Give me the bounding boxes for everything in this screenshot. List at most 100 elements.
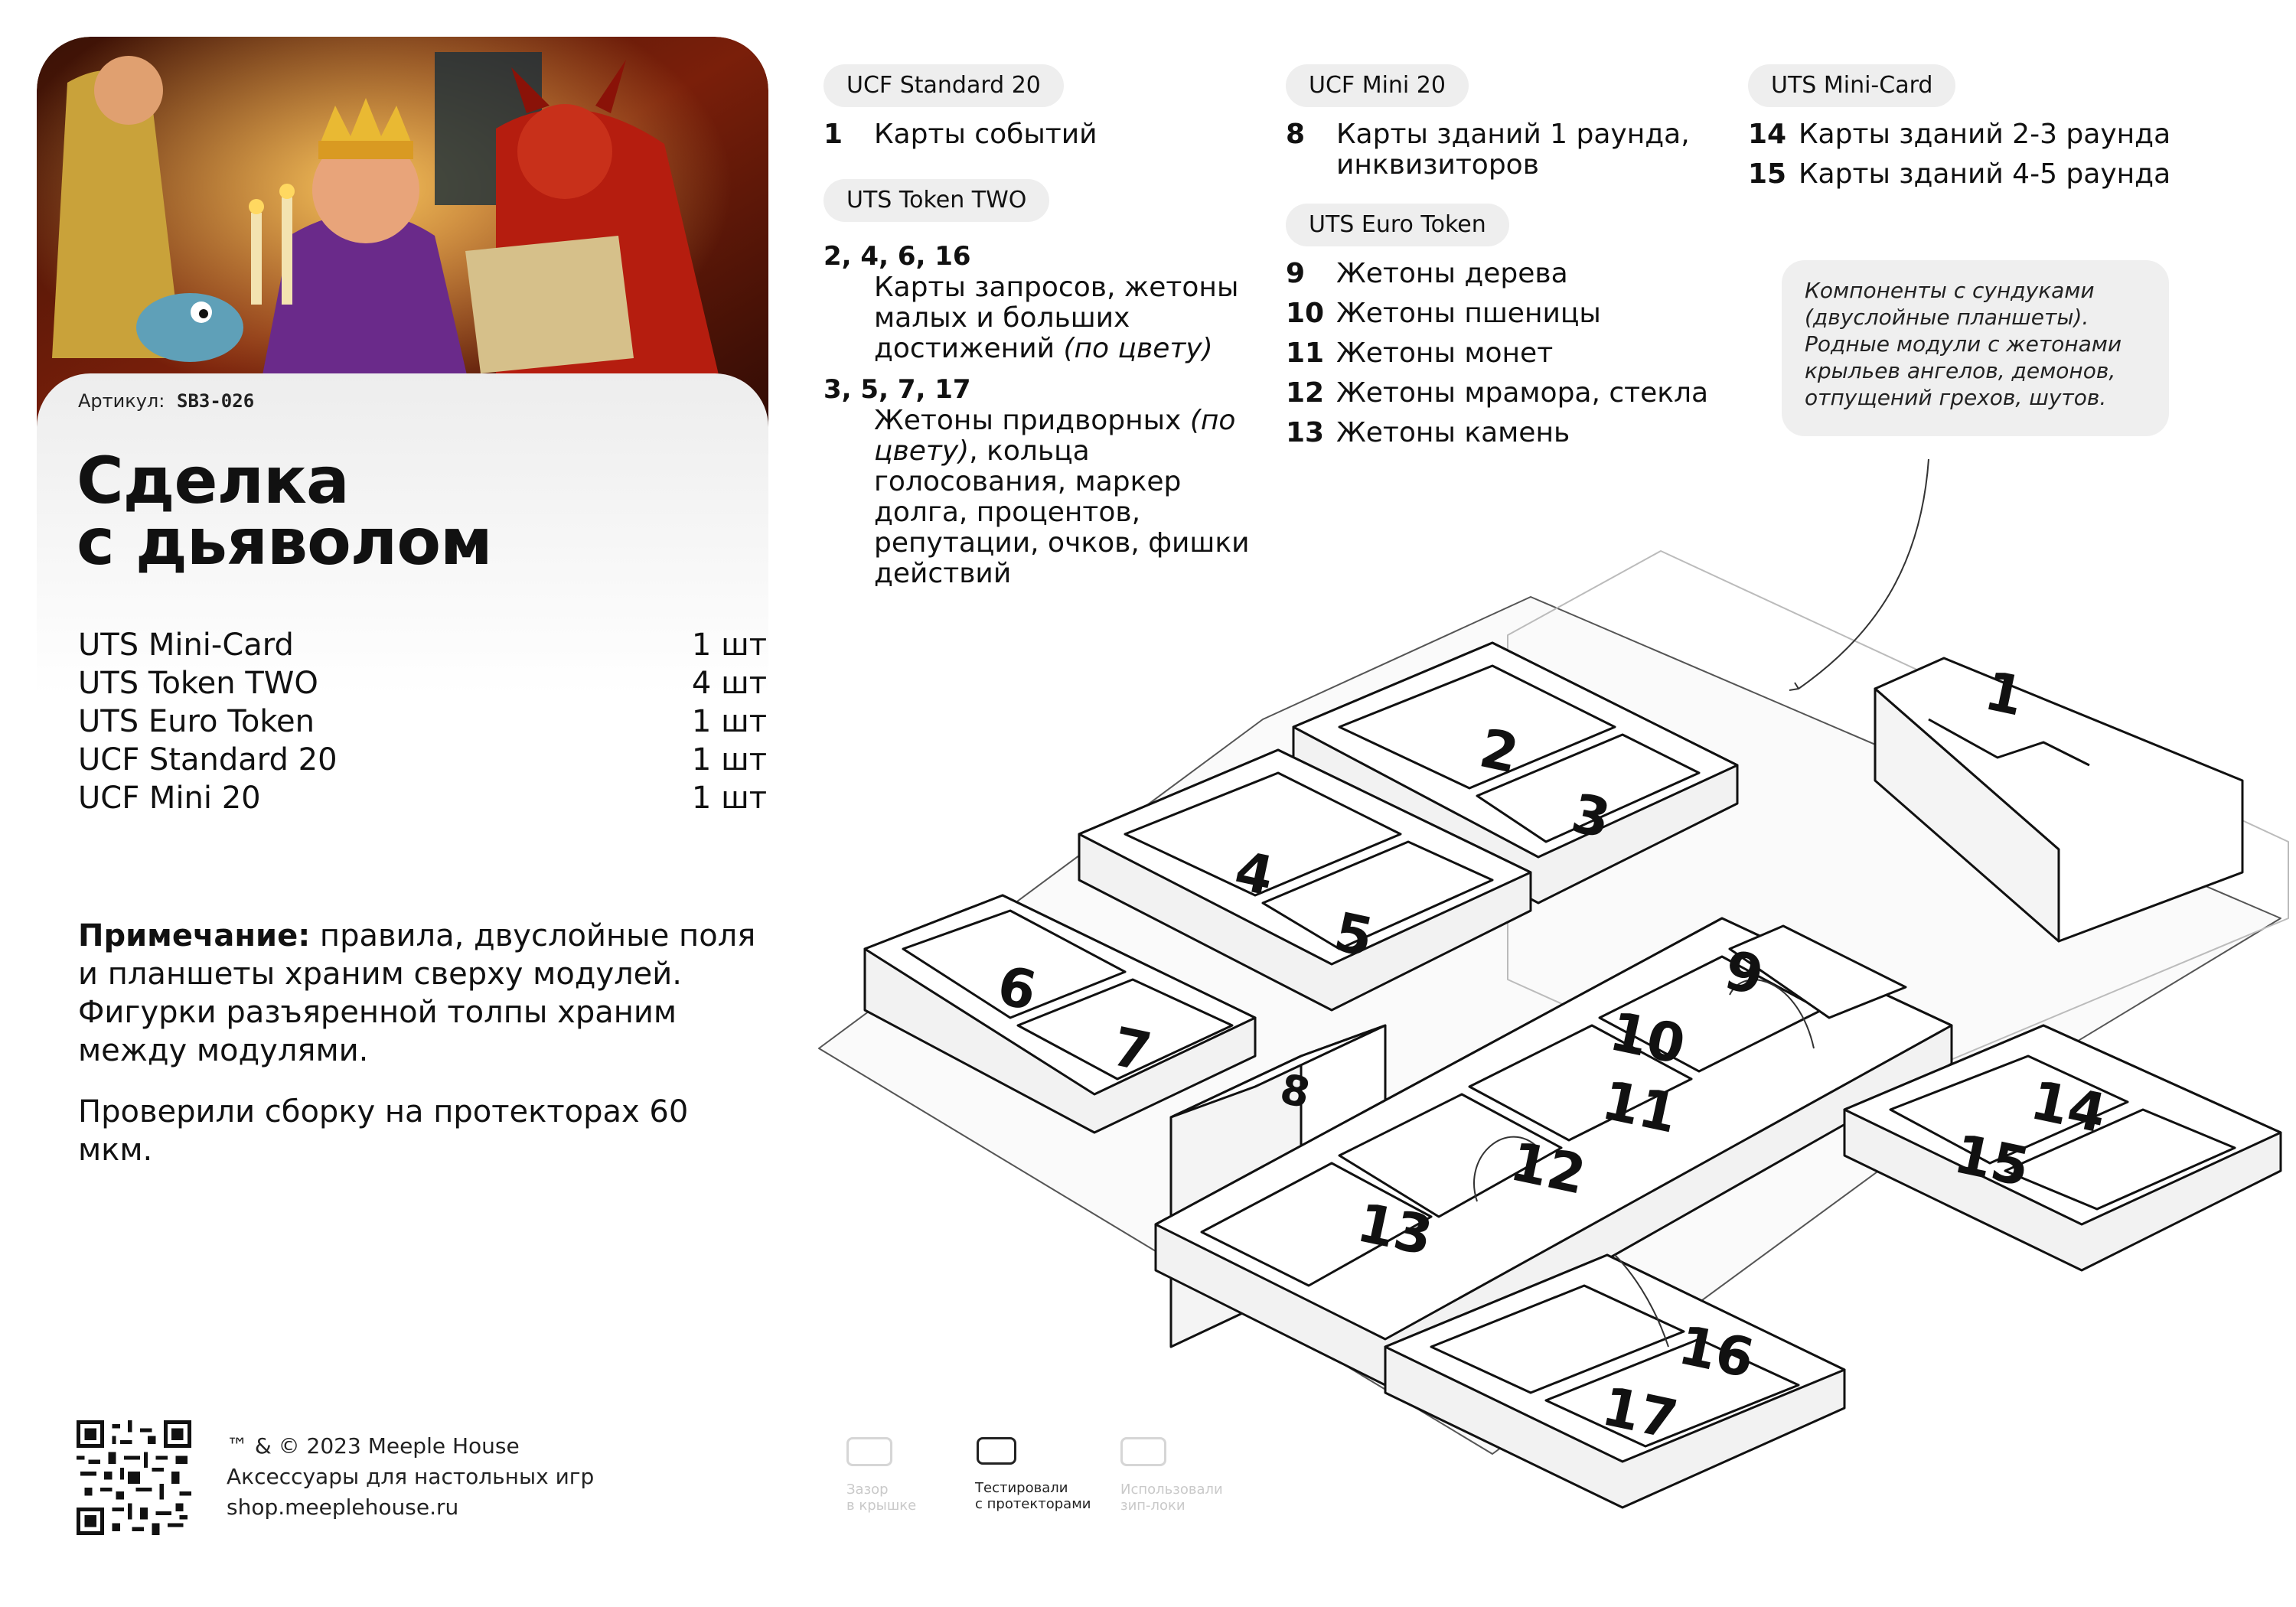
module-pill-ucf-standard: UCF Standard 20 (823, 64, 1064, 107)
sku: Артикул: SB3-026 (78, 390, 254, 412)
quantity-item-count: 4 шт (691, 666, 767, 701)
lid-gap-icon (846, 1437, 892, 1466)
component-item: 14 Карты зданий 2-3 раунда (1748, 119, 2227, 150)
item-text: Жетоны дерева (1336, 258, 1568, 289)
brand-tagline: Аксессуары для настольных игр (227, 1464, 595, 1489)
hero-fade-overlay (37, 373, 768, 695)
diagram-label-17: 17 (1596, 1374, 1682, 1451)
quantity-item-name: UCF Standard 20 (78, 742, 338, 777)
icon-label-line2: зип-локи (1120, 1498, 1186, 1514)
diagram-label-16: 16 (1673, 1313, 1759, 1390)
quantity-item-name: UTS Mini-Card (78, 627, 294, 663)
qr-code-icon[interactable] (77, 1420, 191, 1535)
item-number: 11 (1286, 337, 1325, 369)
icon-label-line1: Тестировали (975, 1480, 1068, 1496)
organizer-layout-diagram: 2 3 1 4 5 6 7 8 9 10 11 12 13 14 15 16 1… (818, 458, 2289, 1509)
column-ucf-standard: UCF Standard 20 1 Карты событий UTS Toke… (823, 64, 1303, 589)
component-group: 3, 5, 7, 17 Жетоны придворных (по цвету)… (823, 373, 1303, 589)
item-text: Карты запросов, жетоны малых и больших д… (823, 272, 1283, 364)
diagram-label-11: 11 (1596, 1068, 1682, 1145)
icon-label-line2: в крышке (846, 1498, 917, 1514)
quantity-item-count: 1 шт (691, 742, 767, 777)
item-text-italic: (по цвету) (874, 405, 1236, 467)
quantity-row: UCF Standard 20 1 шт (78, 741, 767, 779)
quantity-item-count: 1 шт (691, 781, 767, 816)
product-title: Сделка с дьяволом (77, 443, 493, 579)
diagram-label-13: 13 (1352, 1191, 1437, 1267)
product-title-line-2: с дьяволом (77, 504, 493, 579)
callout-leader (1789, 458, 1929, 691)
item-number: 13 (1286, 417, 1325, 448)
ziplock-bag-icon (1120, 1437, 1166, 1466)
tray-4-5 (1078, 748, 1532, 1012)
tray-6-7 (863, 894, 1257, 1134)
diagram-label-10: 10 (1604, 999, 1690, 1076)
callout-note: Компоненты с сундуками (двуслойные планш… (1782, 260, 2169, 436)
item-number: 9 (1286, 258, 1306, 289)
quantity-item-count: 1 шт (691, 627, 767, 663)
quantity-item-name: UCF Mini 20 (78, 781, 261, 816)
quantity-item-name: UTS Token TWO (78, 666, 318, 701)
item-number: 1 (823, 119, 843, 150)
note-label: Примечание: (78, 918, 311, 953)
item-numbers: 3, 5, 7, 17 (823, 374, 971, 405)
component-item: 9 Жетоны дерева (1286, 259, 1765, 289)
item-text-italic: (по цвету) (1063, 333, 1213, 364)
component-item: 8 Карты зданий 1 раунда, инквизиторов (1286, 119, 1765, 181)
sleeves-tested-icon-block: Тестировали с протекторами (975, 1437, 1091, 1512)
item-text-main: Карты запросов, жетоны малых и больших д… (874, 272, 1239, 364)
sku-code: SB3-026 (177, 390, 255, 412)
tray-2-3 (1292, 641, 1739, 905)
component-item: 10 Жетоны пшеницы (1286, 298, 1765, 329)
sku-label: Артикул: (78, 390, 165, 412)
item-text: Жетоны монет (1336, 337, 1554, 369)
card-sleeve-icon (977, 1437, 1016, 1465)
diagram-label-12: 12 (1505, 1129, 1590, 1206)
icon-label-line1: Зазор (846, 1482, 889, 1498)
component-item: 11 Жетоны монет (1286, 338, 1765, 369)
diagram-label-15: 15 (1949, 1122, 2034, 1198)
quantity-row: UTS Mini-Card 1 шт (78, 626, 767, 664)
quantity-item-count: 1 шт (691, 704, 767, 739)
item-text: Карты зданий 2-3 раунда (1799, 119, 2171, 150)
component-item: 15 Карты зданий 4-5 раунда (1748, 159, 2227, 190)
component-group: 2, 4, 6, 16 Карты запросов, жетоны малых… (823, 240, 1303, 364)
trays (863, 641, 2282, 1509)
item-text: Жетоны придворных (по цвету), кольца гол… (823, 406, 1283, 589)
component-item: 1 Карты событий (823, 119, 1303, 150)
copyright-line: ™ & © 2023 Meeple House (227, 1433, 520, 1459)
item-number: 15 (1748, 158, 1787, 190)
product-card: Артикул: SB3-026 Сделка с дьяволом UTS M… (37, 37, 768, 1575)
tray-14-15 (1843, 1024, 2282, 1272)
quantity-row: UCF Mini 20 1 шт (78, 779, 767, 817)
module-1 (1874, 657, 2244, 943)
item-text: Жетоны пшеницы (1336, 298, 1601, 329)
item-number: 12 (1286, 377, 1325, 409)
column-ucf-mini: UCF Mini 20 8 Карты зданий 1 раунда, инк… (1286, 64, 1765, 448)
icon-label-line1: Использовали (1120, 1482, 1223, 1498)
item-text: Карты зданий 4-5 раунда (1799, 158, 2171, 190)
icon-label-line2: с протекторами (975, 1496, 1091, 1512)
module-pill-uts-euro-token: UTS Euro Token (1286, 204, 1509, 246)
note-text: правила, двуслойные поля и планшеты хран… (78, 918, 756, 1068)
tray-16-17 (1384, 1253, 1846, 1509)
product-title-line-1: Сделка (77, 443, 350, 518)
component-quantity-list: UTS Mini-Card 1 шт UTS Token TWO 4 шт UT… (78, 626, 767, 817)
quantity-item-name: UTS Euro Token (78, 704, 315, 739)
item-text: Жетоны мрамора, стекла (1336, 377, 1709, 409)
module-pill-ucf-mini: UCF Mini 20 (1286, 64, 1469, 107)
item-numbers: 2, 4, 6, 16 (823, 241, 971, 272)
module-pill-uts-token-two: UTS Token TWO (823, 179, 1050, 222)
sleeve-note: Проверили сборку на протекторах 60 мкм. (78, 1094, 689, 1168)
item-text: Карты зданий 1 раунда, инквизиторов (1336, 119, 1690, 181)
note-paragraph: Примечание: правила, двуслойные поля и п… (78, 917, 767, 1070)
item-text: Карты событий (874, 119, 1097, 150)
item-text-rest: , кольца голосования, маркер долга, проц… (874, 435, 1250, 589)
item-number: 10 (1286, 298, 1325, 329)
brand-info: ™ & © 2023 Meeple House Аксессуары для н… (227, 1431, 594, 1523)
item-number: 14 (1748, 119, 1787, 150)
shop-link[interactable]: shop.meeplehouse.ru (227, 1495, 459, 1520)
lid-gap-icon-block: Зазор в крышке (846, 1437, 916, 1514)
